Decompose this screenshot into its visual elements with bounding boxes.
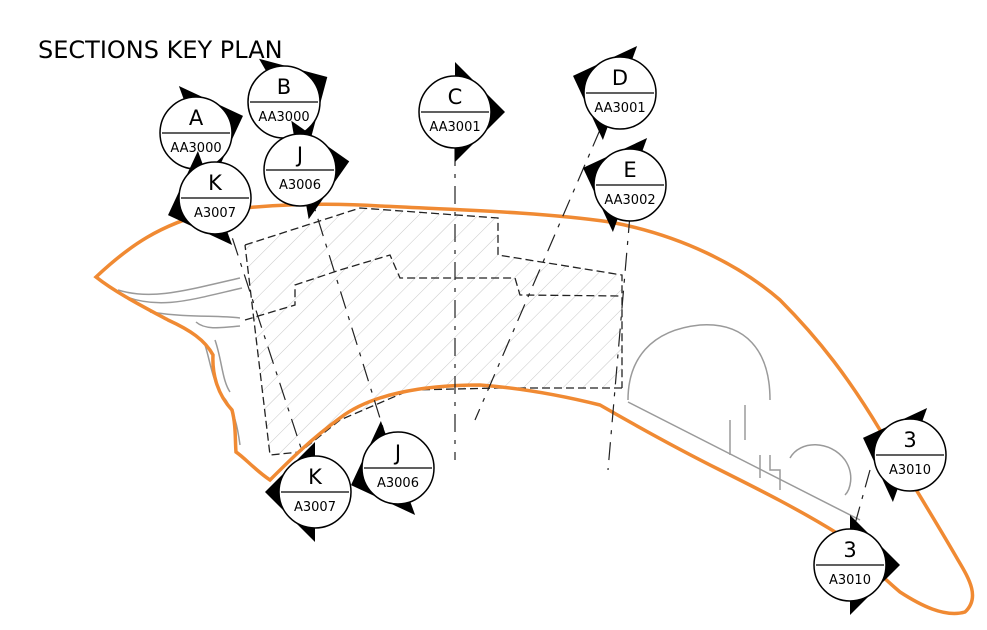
- existing-structures: [117, 277, 861, 521]
- marker-id: K: [208, 171, 223, 195]
- marker-id: C: [448, 85, 463, 109]
- marker-sheet: A3007: [294, 500, 336, 515]
- marker-id: E: [623, 158, 636, 182]
- section-marker: A AA3000: [159, 86, 243, 180]
- section-marker: K A3007: [265, 442, 352, 542]
- marker-sheet: A3007: [194, 206, 236, 221]
- marker-sheet: AA3000: [258, 110, 309, 125]
- section-marker: K A3007: [168, 151, 252, 245]
- marker-sheet: A3010: [889, 463, 931, 478]
- marker-id: K: [308, 465, 323, 489]
- marker-id: A: [189, 106, 204, 130]
- marker-id: 3: [843, 538, 856, 562]
- section-marker: D AA3001: [573, 46, 657, 140]
- section-marker: J A3006: [263, 120, 350, 220]
- marker-id: 3: [903, 428, 916, 452]
- marker-id: J: [393, 441, 401, 465]
- marker-sheet: AA3002: [604, 193, 655, 208]
- marker-id: J: [295, 143, 303, 167]
- building-footprint: [245, 208, 622, 455]
- marker-sheet: AA3001: [429, 120, 480, 135]
- page-title: SECTIONS KEY PLAN: [38, 36, 283, 64]
- marker-sheet: AA3000: [170, 141, 221, 156]
- marker-sheet: A3006: [279, 178, 321, 193]
- section-marker: J A3006: [351, 421, 435, 515]
- marker-sheet: A3010: [829, 573, 871, 588]
- section-markers: AAA3000BAA3000CAA3001DAA3001EAA3002JA300…: [159, 46, 947, 615]
- marker-sheet: A3006: [377, 476, 419, 491]
- section-marker: B AA3000: [247, 58, 328, 146]
- section-marker: C AA3001: [418, 62, 505, 162]
- section-marker: E AA3002: [583, 138, 667, 232]
- marker-id: B: [277, 75, 291, 99]
- marker-sheet: AA3001: [594, 101, 645, 116]
- marker-id: D: [612, 66, 628, 90]
